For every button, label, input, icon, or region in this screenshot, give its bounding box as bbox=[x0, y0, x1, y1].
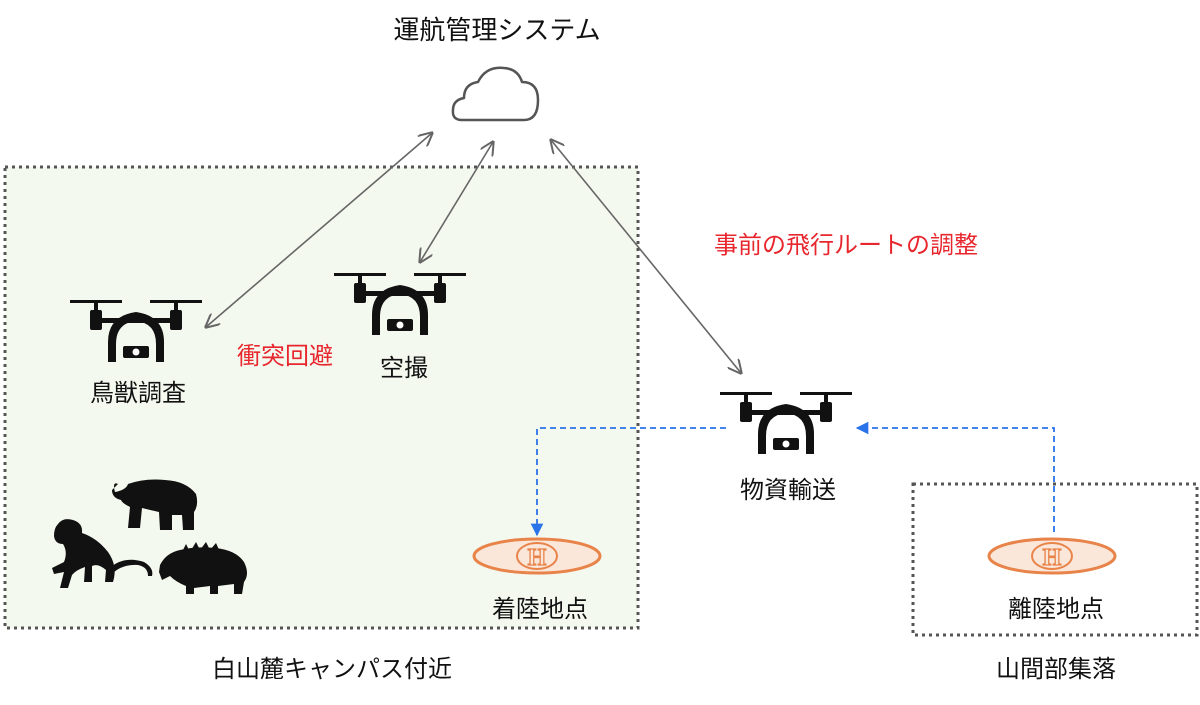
route-coordination-annotation: 事前の飛行ルートの調整 bbox=[714, 231, 978, 259]
landing-helipad-letter: H bbox=[528, 545, 547, 571]
campus-area-label: 白山麓キャンパス付近 bbox=[212, 655, 452, 683]
takeoff-site-label: 離陸地点 bbox=[1008, 595, 1104, 623]
comm-arrow-aerial bbox=[420, 142, 493, 262]
wildlife-survey-label: 鳥獣調査 bbox=[90, 379, 186, 407]
collision-avoidance-annotation: 衝突回避 bbox=[237, 342, 333, 370]
comm-arrow-wildlife bbox=[206, 133, 432, 327]
route-from-takeoff bbox=[855, 421, 1055, 532]
drone-icon-cargo bbox=[720, 392, 852, 454]
landing-helipad-icon: H bbox=[472, 537, 602, 575]
landing-site-label: 着陸地点 bbox=[492, 595, 588, 623]
aerial-photo-label: 空撮 bbox=[380, 354, 428, 382]
boar-icon bbox=[159, 542, 247, 594]
monkey-icon bbox=[52, 519, 153, 588]
system-title: 運航管理システム bbox=[393, 16, 601, 46]
takeoff-helipad-letter: H bbox=[1043, 545, 1062, 571]
comm-arrow-cargo bbox=[551, 140, 741, 373]
route-to-landing bbox=[530, 427, 726, 537]
cargo-transport-label: 物資輸送 bbox=[740, 476, 836, 504]
village-area-label: 山間部集落 bbox=[996, 655, 1116, 683]
takeoff-helipad-icon: H bbox=[987, 537, 1117, 575]
bear-icon bbox=[112, 479, 198, 530]
cloud-icon bbox=[451, 66, 540, 122]
